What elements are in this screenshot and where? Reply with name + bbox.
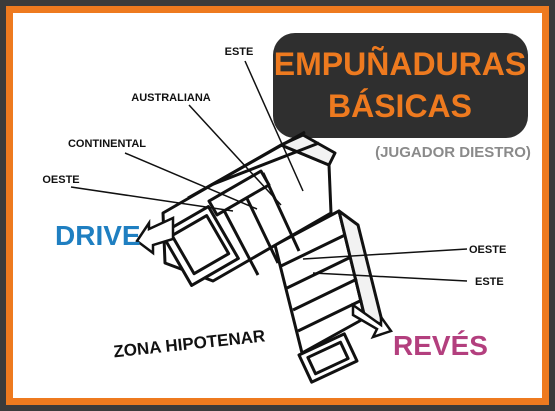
label-continental: CONTINENTAL	[68, 138, 146, 150]
label-reves: REVÉS	[393, 330, 488, 361]
label-zona-hipotenar: ZONA HIPOTENAR	[112, 326, 266, 361]
label-oeste-left: OESTE	[42, 174, 79, 186]
label-este-right: ESTE	[475, 276, 504, 288]
leader-lines	[70, 60, 468, 282]
label-australiana: AUSTRALIANA	[131, 92, 210, 104]
label-este-top: ESTE	[225, 46, 254, 58]
grip-diagram: EMPUÑADURAS BÁSICAS (JUGADOR DIESTRO)	[42, 33, 531, 384]
drive-handle	[160, 130, 337, 287]
drive-arrow	[135, 216, 175, 256]
title-box	[273, 33, 528, 138]
title-line1: EMPUÑADURAS	[274, 46, 526, 82]
reves-arrow	[351, 302, 394, 340]
title-line2: BÁSICAS	[328, 88, 472, 124]
label-drive: DRIVE	[55, 220, 141, 251]
subtitle: (JUGADOR DIESTRO)	[375, 144, 531, 161]
label-oeste-right: OESTE	[469, 244, 506, 256]
diagram-frame: EMPUÑADURAS BÁSICAS (JUGADOR DIESTRO)	[6, 6, 549, 405]
